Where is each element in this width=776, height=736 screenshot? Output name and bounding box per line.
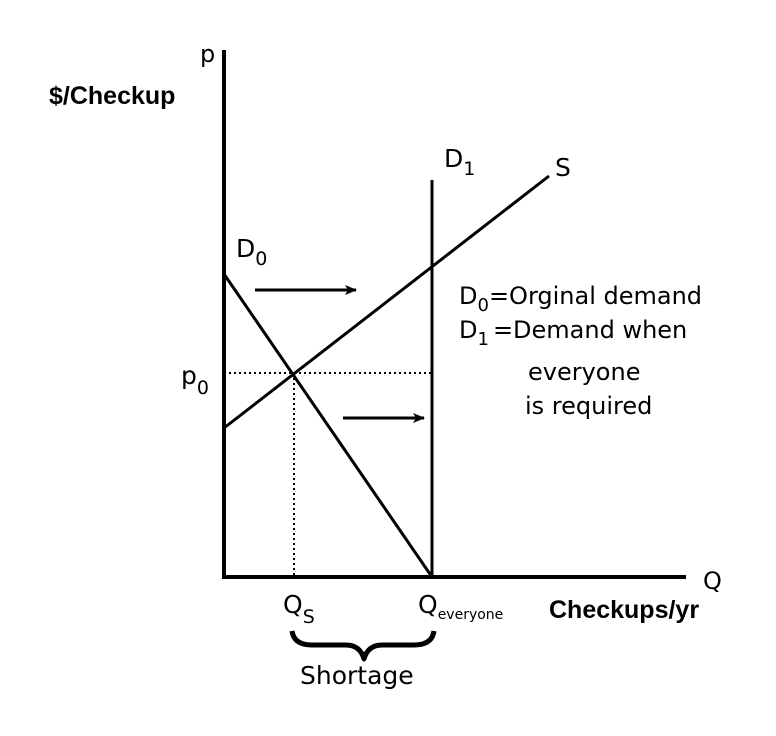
equilibrium-price-label: p0 — [181, 361, 209, 399]
shortage-brace — [289, 630, 437, 662]
demand-original-label: D0 — [236, 234, 267, 270]
legend-line-required: is required — [525, 392, 652, 420]
demand-new-label: D1 — [444, 144, 475, 180]
legend-line-original: D0=Orginal demand — [459, 282, 702, 316]
quantity-everyone-label: Qeveryone — [418, 590, 503, 623]
supply-curve-label: S — [555, 153, 571, 182]
legend-line-new: D1=Demand when — [459, 316, 687, 350]
y-axis-symbol: p — [200, 40, 215, 68]
y-axis-unit: $/Checkup — [49, 82, 175, 110]
quantity-supplied-label: QS — [283, 590, 315, 628]
legend-line-everyone: everyone — [528, 358, 640, 386]
shortage-label: Shortage — [300, 661, 414, 690]
x-axis-unit: Checkups/yr — [549, 596, 699, 624]
supply-curve — [223, 174, 550, 430]
x-axis-symbol: Q — [703, 567, 722, 595]
demand-curve-original — [222, 273, 434, 578]
